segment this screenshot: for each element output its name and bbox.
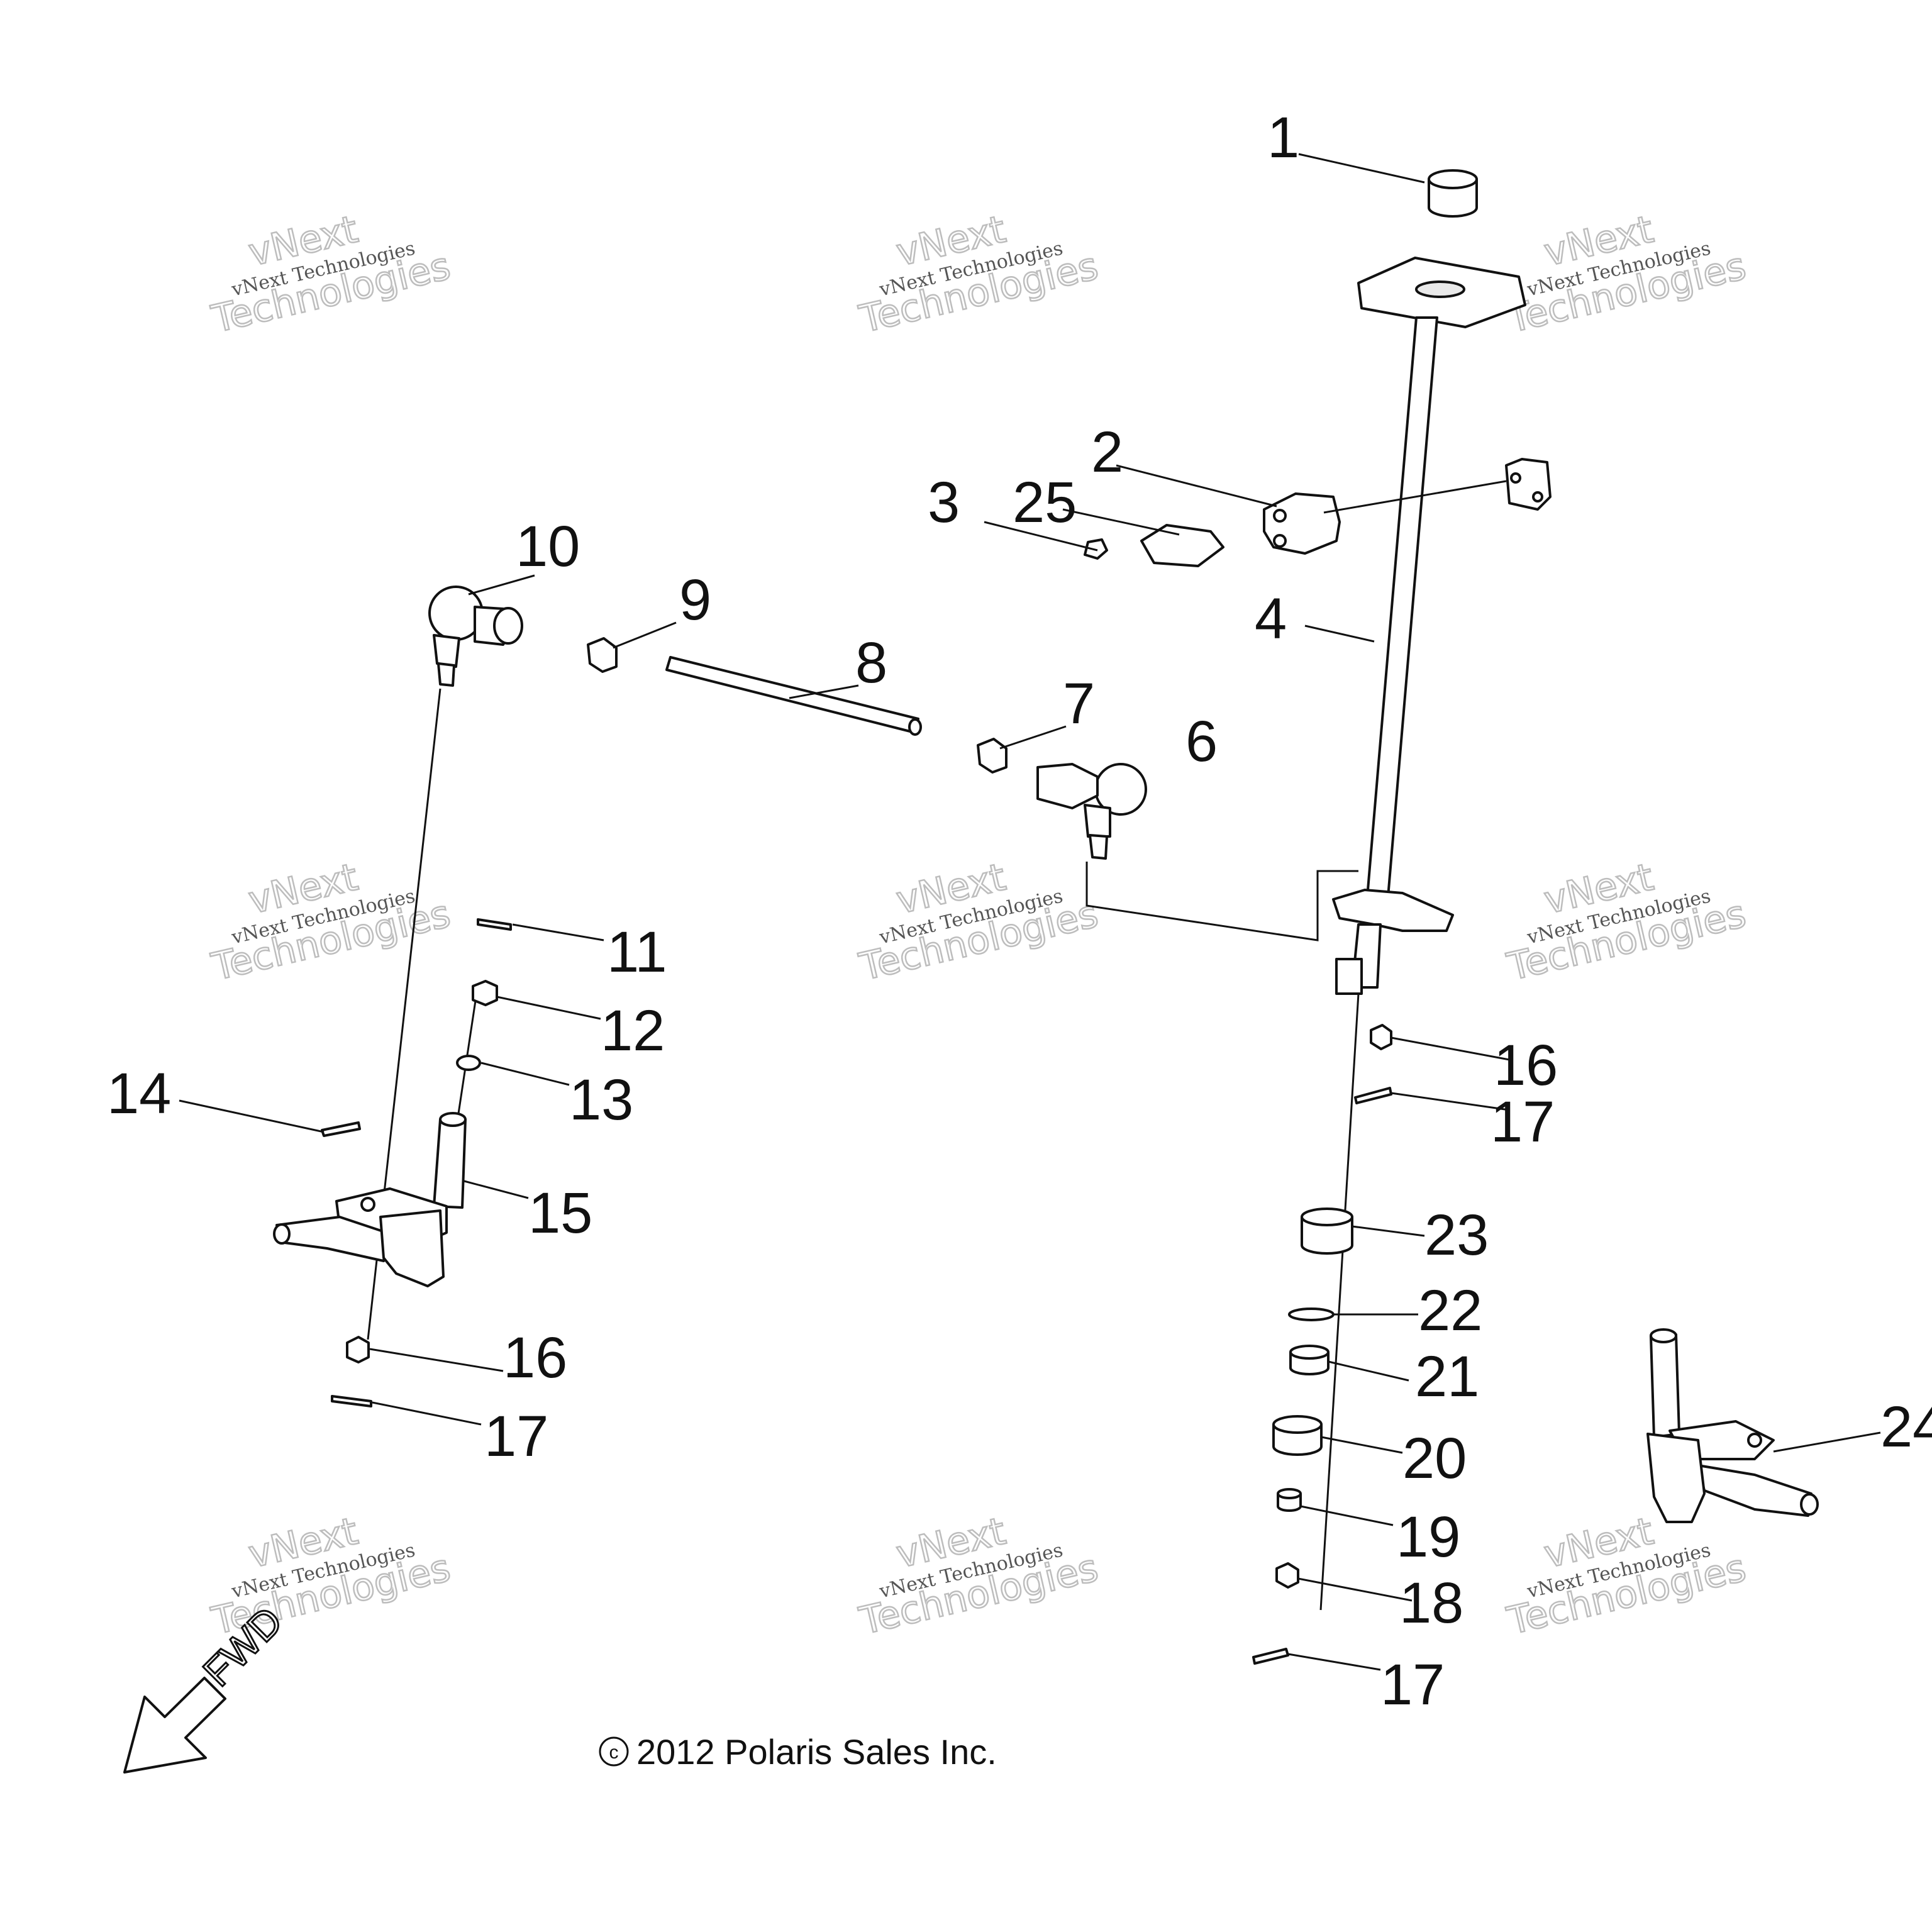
part-nut xyxy=(1370,1024,1392,1050)
part-cotter-pin xyxy=(1354,1087,1392,1104)
callout-21: 21 xyxy=(1415,1345,1479,1409)
callout-1: 1 xyxy=(1267,106,1299,170)
part-tie-rod-end-right xyxy=(1036,763,1147,860)
copyright-icon xyxy=(599,1736,629,1767)
callout-14: 14 xyxy=(107,1062,171,1126)
callout-24: 24 xyxy=(1880,1395,1932,1459)
part-plate xyxy=(1140,524,1224,567)
callout-23: 23 xyxy=(1424,1203,1489,1267)
callout-16: 16 xyxy=(503,1326,567,1390)
part-spacer xyxy=(1277,1488,1302,1512)
part-cap xyxy=(1428,169,1478,218)
callout-18: 18 xyxy=(1399,1571,1463,1635)
callouts: 1 2 3 4 6 7 8 9 10 11 12 13 14 15 16 16 … xyxy=(107,106,1932,1717)
part-cotter-pin xyxy=(1252,1648,1289,1665)
callout-6: 6 xyxy=(1185,709,1218,774)
part-cotter-pin xyxy=(477,918,512,931)
callout-8: 8 xyxy=(855,631,887,695)
watermark: vNext vNext Technologies Technologies xyxy=(855,1508,1103,1644)
part-snap-ring xyxy=(1288,1307,1335,1321)
part-jam-nut xyxy=(587,637,618,673)
part-cotter-pin xyxy=(321,1121,361,1137)
part-tie-rod xyxy=(665,656,922,736)
copyright-icon: c xyxy=(609,1742,619,1763)
part-nut xyxy=(346,1336,370,1363)
assembly-line xyxy=(1085,862,1358,941)
part-washer xyxy=(456,1055,481,1071)
callout-20: 20 xyxy=(1402,1426,1467,1491)
part-cotter-pin xyxy=(331,1395,372,1407)
callout-3: 3 xyxy=(928,470,960,535)
assembly-line xyxy=(1323,480,1507,514)
part-bearing-sleeve xyxy=(1301,1208,1353,1255)
callout-22: 22 xyxy=(1418,1279,1482,1343)
part-jam-nut xyxy=(977,738,1008,774)
callout-17: 17 xyxy=(1491,1090,1555,1154)
watermark: vNext vNext Technologies Technologies xyxy=(855,206,1103,342)
callout-17: 17 xyxy=(1380,1653,1445,1717)
watermarks: vNext vNext Technologies Technologies vN… xyxy=(207,206,1751,1644)
part-bushing-large xyxy=(1272,1415,1323,1456)
leader-lines xyxy=(179,153,1881,1671)
watermark: vNext vNext Technologies Technologies xyxy=(1502,1508,1751,1644)
part-spindle-right xyxy=(1646,1328,1819,1523)
callout-13: 13 xyxy=(569,1068,633,1132)
callout-10: 10 xyxy=(516,514,580,579)
copyright: c 2012 Polaris Sales Inc. xyxy=(599,1732,997,1772)
arrow-left-down-icon xyxy=(123,1677,226,1774)
callout-2: 2 xyxy=(1091,420,1123,484)
callout-11: 11 xyxy=(607,920,667,984)
callout-9: 9 xyxy=(679,568,711,632)
copyright-text: 2012 Polaris Sales Inc. xyxy=(636,1732,997,1772)
watermark: vNext vNext Technologies Technologies xyxy=(1502,854,1751,990)
callout-17: 17 xyxy=(484,1404,548,1468)
watermark: vNext vNext Technologies Technologies xyxy=(207,1508,455,1644)
part-bracket xyxy=(1263,458,1552,555)
part-tie-rod-end-left xyxy=(428,586,523,687)
callout-12: 12 xyxy=(601,999,665,1063)
callout-19: 19 xyxy=(1396,1505,1460,1569)
watermark: vNext vNext Technologies Technologies xyxy=(207,206,455,342)
part-steering-post xyxy=(1332,257,1526,995)
part-nut xyxy=(1275,1562,1299,1589)
callout-15: 15 xyxy=(528,1181,592,1245)
part-castle-nut xyxy=(472,980,498,1006)
assembly-line xyxy=(1319,993,1360,1611)
part-bushing xyxy=(1289,1345,1330,1375)
fwd-arrow: FWD xyxy=(123,1597,292,1774)
callout-4: 4 xyxy=(1255,587,1287,651)
parts xyxy=(273,169,1819,1665)
callout-7: 7 xyxy=(1063,672,1095,736)
callout-16: 16 xyxy=(1494,1033,1558,1097)
callout-25: 25 xyxy=(1013,470,1077,535)
part-spindle-left xyxy=(273,1112,467,1287)
watermark: vNext vNext Technologies Technologies xyxy=(1502,206,1751,342)
watermark: vNext vNext Technologies Technologies xyxy=(855,854,1103,990)
